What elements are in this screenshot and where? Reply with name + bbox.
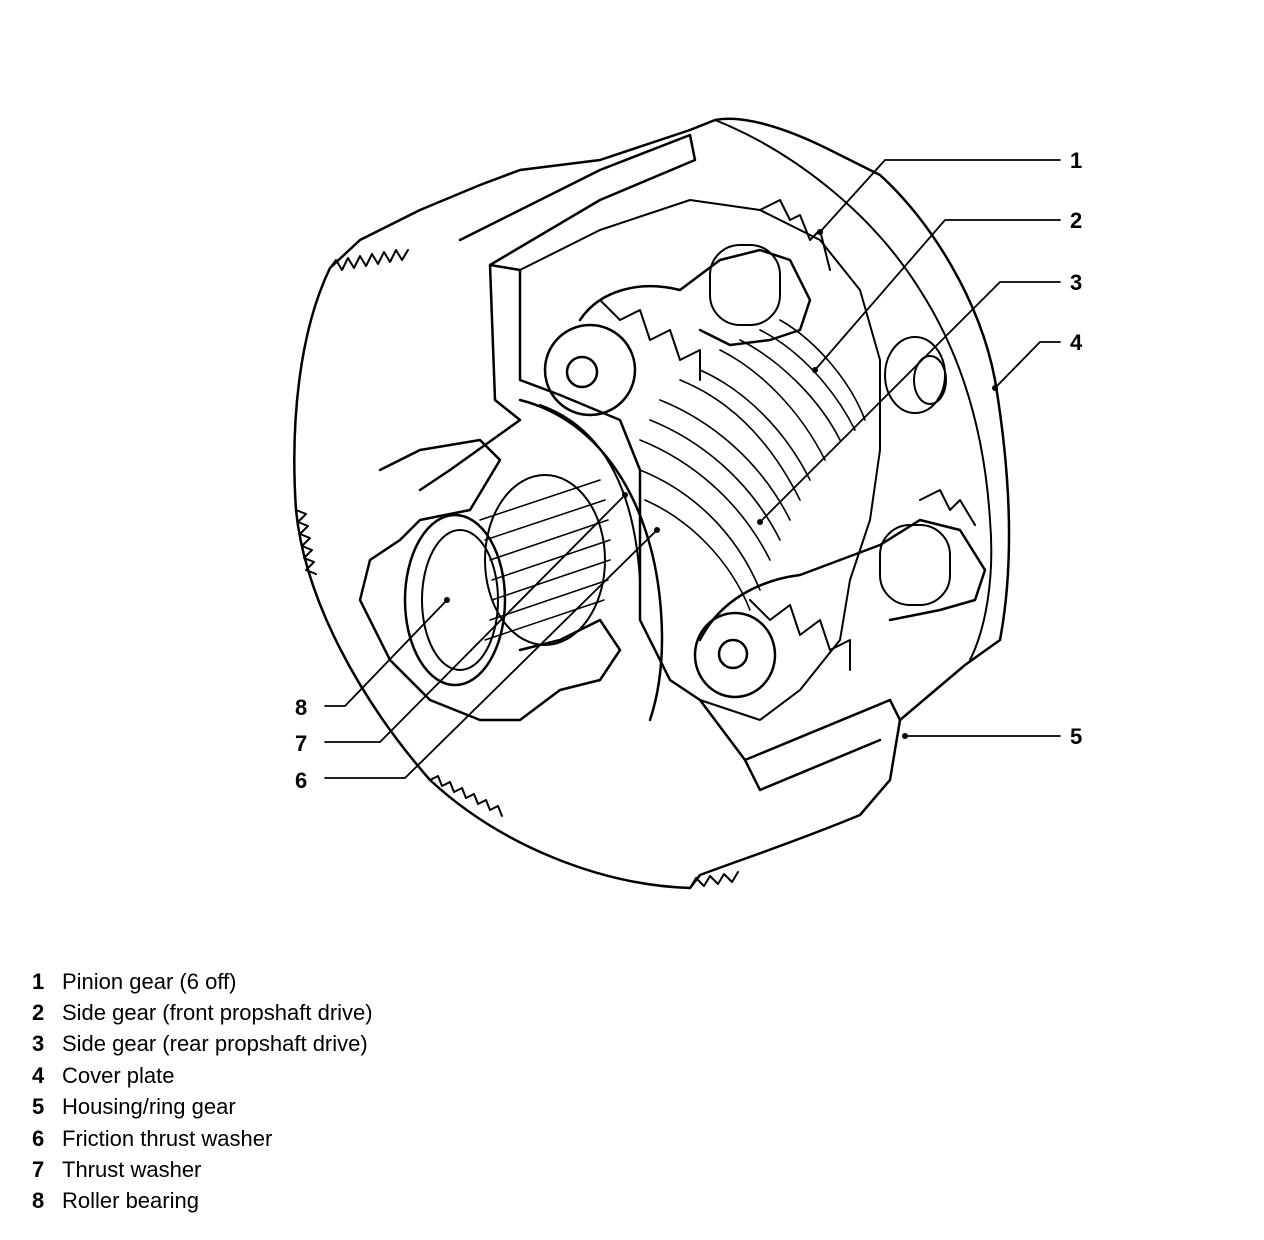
legend-label: Side gear (rear propshaft drive): [62, 1031, 368, 1057]
callout-5: 5: [1070, 724, 1083, 749]
housing-outline: [293, 117, 1011, 890]
cover-plate: [714, 119, 993, 661]
side-gear: [639, 319, 866, 611]
legend-label: Roller bearing: [62, 1188, 199, 1214]
legend-label: Cover plate: [62, 1062, 175, 1088]
legend-label: Pinion gear (6 off): [62, 968, 237, 994]
legend-item: 4 Cover plate: [32, 1060, 373, 1091]
parts-legend: 1 Pinion gear (6 off) 2 Side gear (front…: [32, 966, 373, 1217]
legend-label: Thrust washer: [62, 1157, 202, 1183]
legend-number: 7: [32, 1157, 45, 1183]
legend-item: 6 Friction thrust washer: [32, 1123, 373, 1154]
legend-label: Side gear (front propshaft drive): [62, 1000, 373, 1026]
friction-thrust-washer: [518, 398, 664, 722]
ring-gear-teeth: [295, 249, 739, 889]
callout-2: 2: [1070, 208, 1083, 233]
legend-number: 3: [32, 1031, 45, 1057]
legend-item: 2 Side gear (front propshaft drive): [32, 997, 373, 1028]
legend-label: Housing/ring gear: [62, 1094, 236, 1120]
callout-6: 6: [295, 768, 308, 793]
legend-number: 4: [32, 1062, 45, 1088]
differential-cutaway-illustration: [293, 117, 1061, 890]
callout-8: 8: [295, 695, 308, 720]
lower-pinion-gear: [693, 489, 987, 699]
legend-number: 8: [32, 1188, 45, 1214]
callout-1: 1: [1070, 148, 1083, 173]
callout-3: 3: [1070, 270, 1083, 295]
callout-4: 4: [1070, 330, 1083, 355]
legend-item: 7 Thrust washer: [32, 1154, 373, 1185]
legend-number: 2: [32, 1000, 45, 1026]
leader-lines: [324, 159, 1061, 779]
legend-item: 3 Side gear (rear propshaft drive): [32, 1029, 373, 1060]
legend-label: Friction thrust washer: [62, 1125, 273, 1151]
legend-item: 8 Roller bearing: [32, 1186, 373, 1217]
legend-number: 5: [32, 1094, 45, 1120]
roller-bearing-hub: [358, 438, 622, 722]
legend-number: 6: [32, 1125, 45, 1151]
legend-number: 1: [32, 968, 45, 994]
callout-7: 7: [295, 731, 308, 756]
legend-item: 1 Pinion gear (6 off): [32, 966, 373, 997]
legend-item: 5 Housing/ring gear: [32, 1092, 373, 1123]
